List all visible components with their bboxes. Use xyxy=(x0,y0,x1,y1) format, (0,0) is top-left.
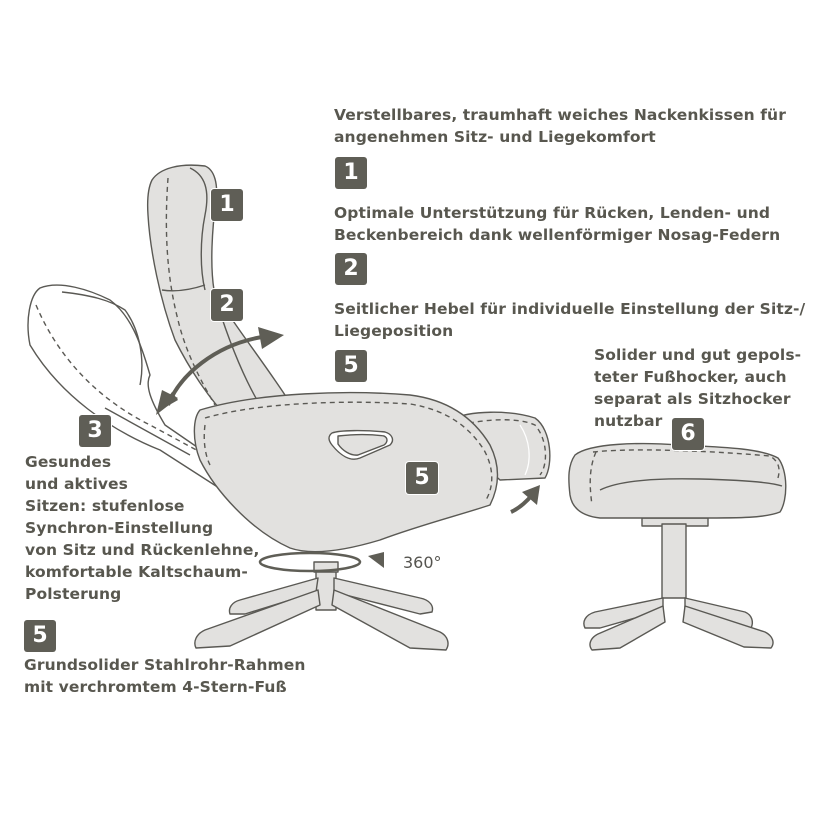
diagram-badge-footstool: 6 xyxy=(672,418,704,450)
feature-1-text: Verstellbares, traumhaft weiches Nackenk… xyxy=(334,106,786,146)
rotation-arrow-icon xyxy=(258,551,384,573)
recline-arrow-icon xyxy=(156,327,284,415)
side-lever xyxy=(328,429,394,460)
diagram-badge-side-lever: 5 xyxy=(406,462,438,494)
chair-star-base xyxy=(194,561,449,651)
feature-lever-text: Seitlicher Hebel für individuelle Einste… xyxy=(334,300,806,340)
feature-base-text: Grundsolider Stahlrohr-Rahmen mit verchr… xyxy=(24,656,306,696)
diagram-badge-neck-pillow: 1 xyxy=(211,189,243,221)
feature-2-text: Optimale Unterstützung für Rücken, Lende… xyxy=(334,204,781,244)
footrest-arrow-icon xyxy=(510,485,540,514)
feature-base-badge: 5 xyxy=(24,620,56,652)
diagram-badge-backrest: 2 xyxy=(211,289,243,321)
feature-lever-badge: 5 xyxy=(335,350,367,382)
rotation-label: 360° xyxy=(403,553,442,572)
feature-1-badge: 1 xyxy=(335,157,367,189)
feature-6-text: Solider und gut gepols- teter Fußhocker,… xyxy=(594,346,802,430)
footstool xyxy=(568,442,787,651)
feature-2-badge: 2 xyxy=(335,253,367,285)
feature-3-text: Gesundes und aktives Sitzen: stufenlose … xyxy=(25,453,260,603)
reclined-backrest-ghost xyxy=(27,284,246,496)
diagram-badge-reclined-backrest: 3 xyxy=(79,415,111,447)
seat-side-panel xyxy=(193,391,499,553)
